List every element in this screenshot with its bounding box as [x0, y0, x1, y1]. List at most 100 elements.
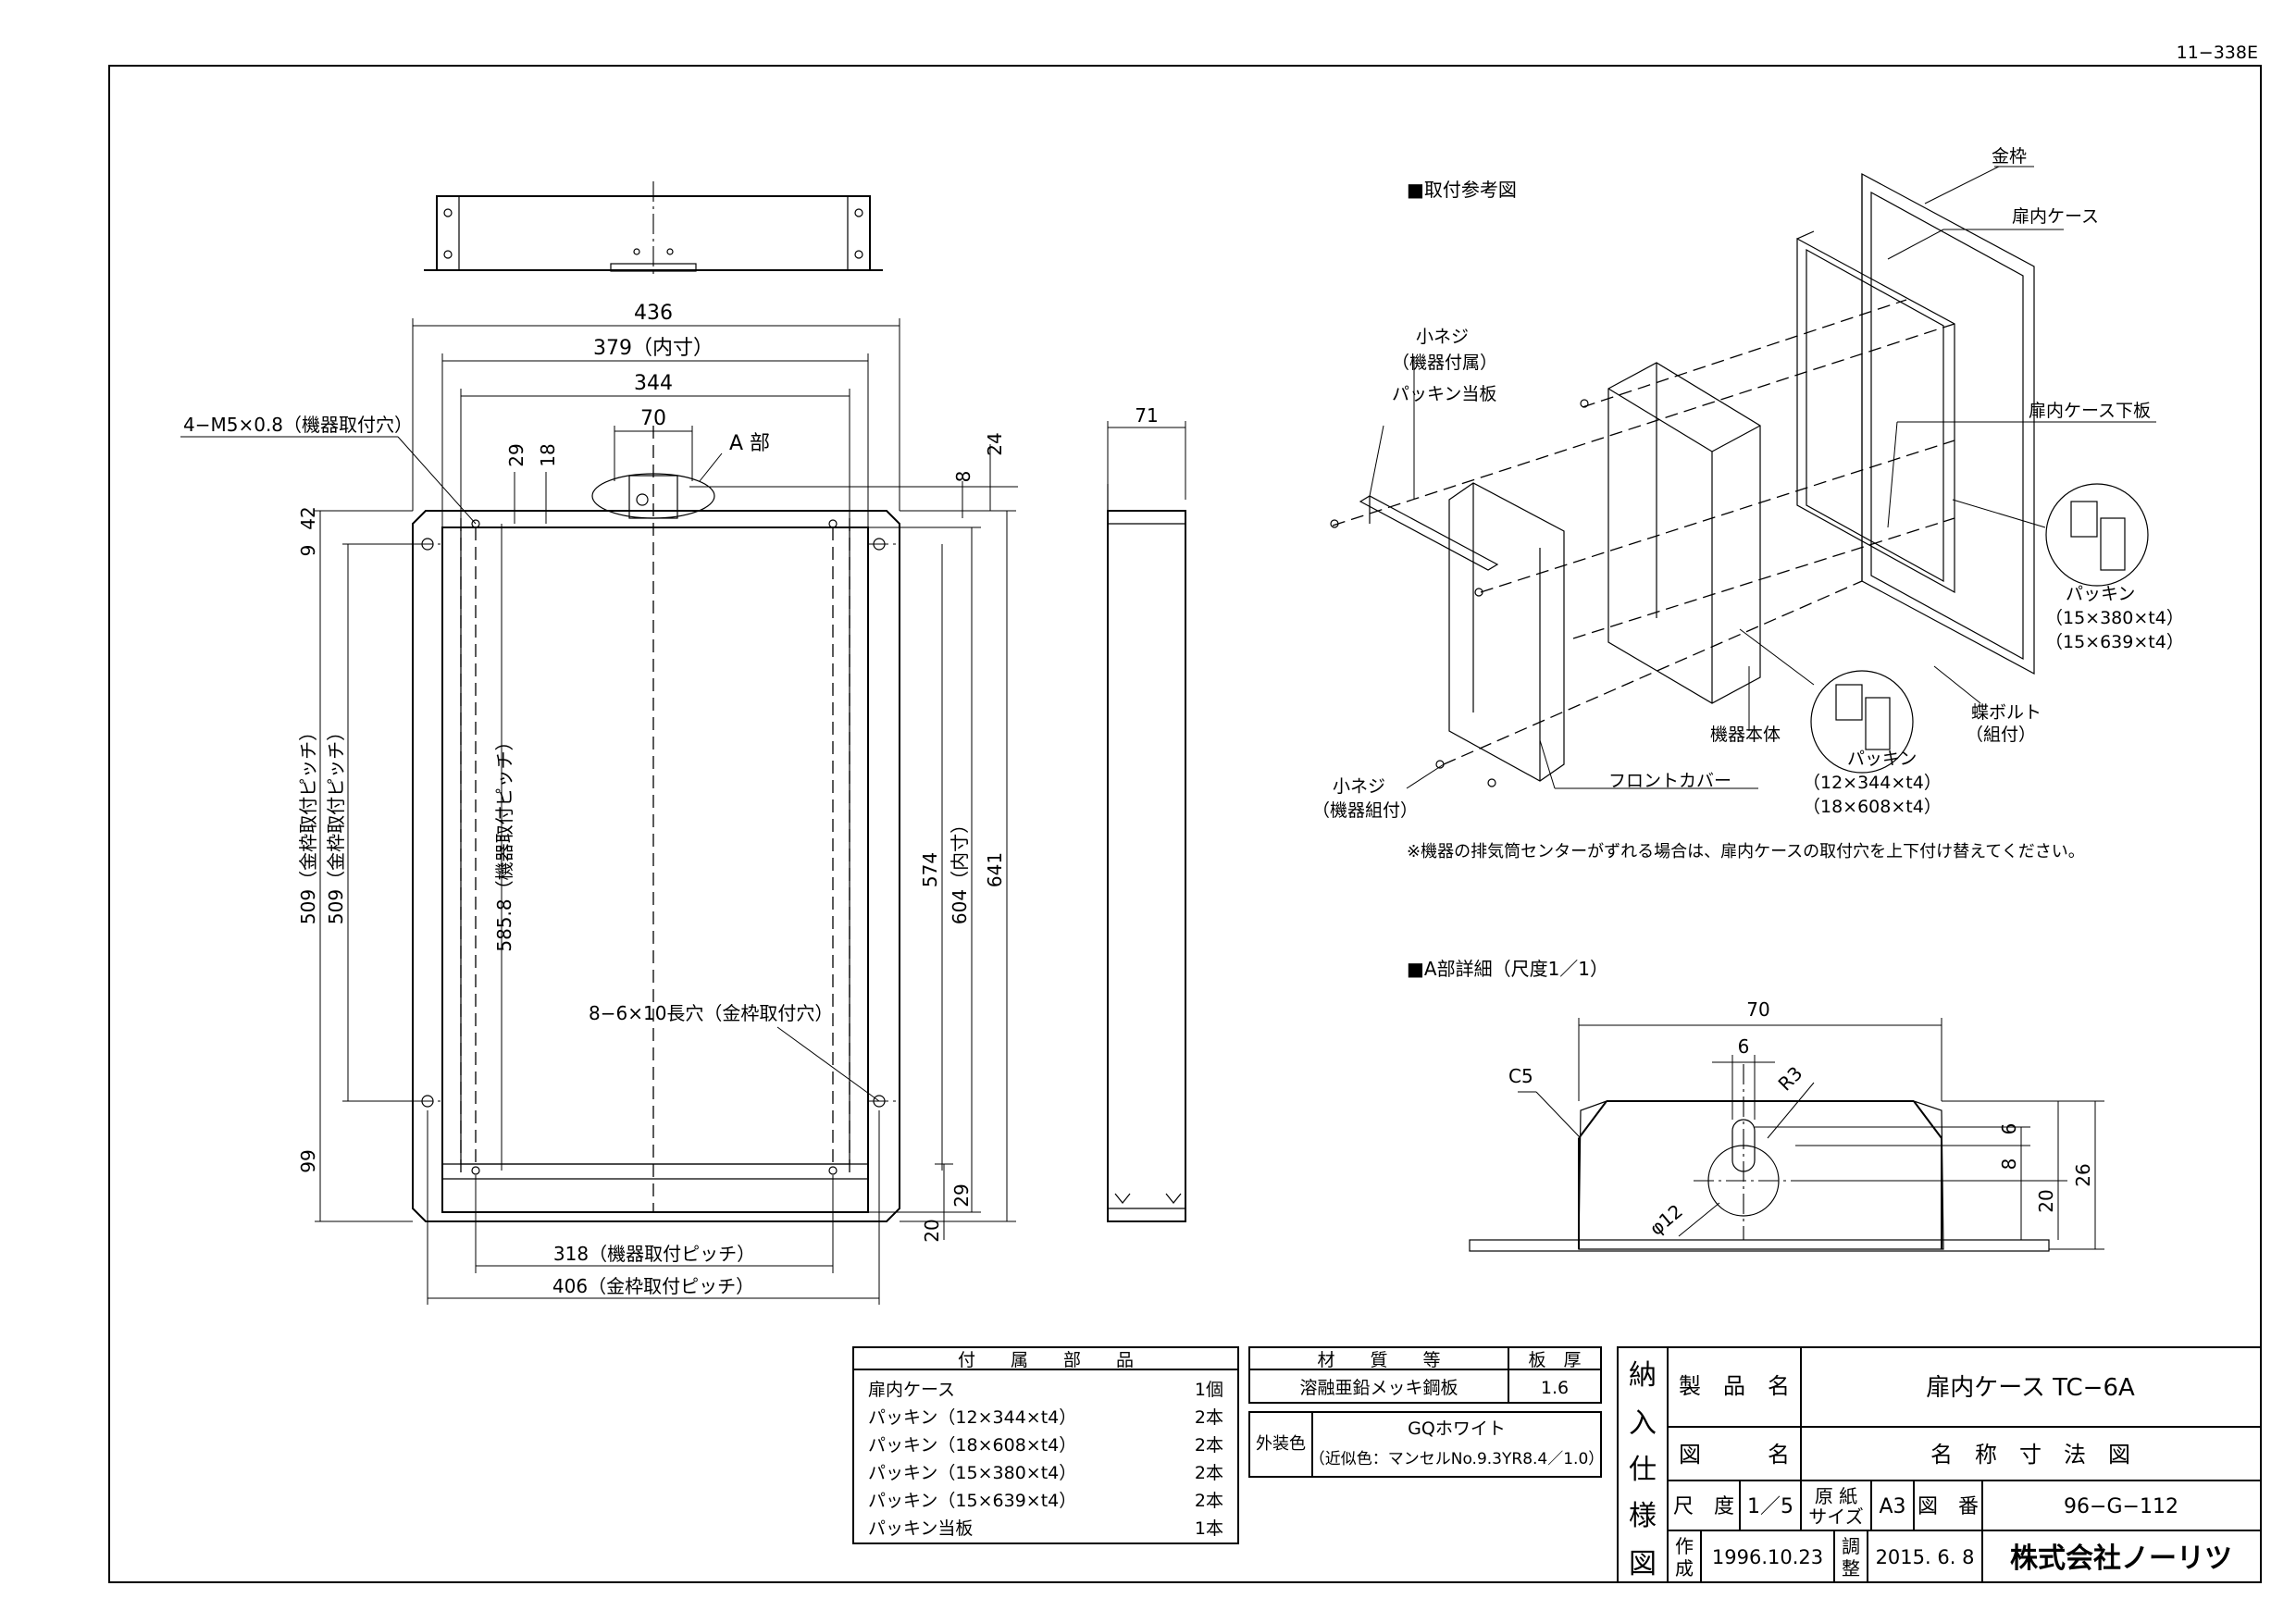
title-block [1617, 1346, 2262, 1583]
dim-436: 436 [634, 302, 673, 325]
material-header: 材 質 等 [1317, 1350, 1440, 1370]
made-date: 1996.10.23 [1712, 1546, 1823, 1568]
install-note: ※機器の排気筒センターがずれる場合は、扉内ケースの取付穴を上下付け替えてください… [1407, 842, 2085, 861]
adj-label-2: 整 [1842, 1557, 1860, 1580]
iso-title: ■取付参考図 [1407, 179, 1517, 201]
dim-379: 379（内寸） [593, 337, 714, 360]
dim-344: 344 [634, 372, 673, 395]
parts-row-qty: 2本 [1195, 1491, 1223, 1511]
dim-8: 8 [952, 471, 974, 483]
dim-574: 574 [919, 852, 941, 887]
material-table [1248, 1346, 1602, 1478]
detail-dim-6-v: 6 [1998, 1123, 2020, 1135]
adjusted-date: 2015. 6. 8 [1876, 1546, 1975, 1568]
label-packing-2a: パッキン [1847, 749, 1917, 769]
label-slots: 8−6×10長穴（金枠取付穴） [589, 1002, 833, 1024]
dim-406: 406（金枠取付ピッチ） [552, 1275, 754, 1297]
dim-70: 70 [640, 407, 666, 430]
side-char-3: 仕 [1629, 1454, 1657, 1486]
label-packing-2c: （18×608×t4） [1803, 797, 1942, 817]
dim-29: 29 [505, 443, 527, 466]
adj-label-1: 調 [1842, 1535, 1860, 1557]
product-label: 製 品 名 [1679, 1373, 1790, 1399]
dim-71: 71 [1135, 404, 1158, 427]
label-front-cover: フロントカバー [1608, 771, 1731, 791]
dim-42: 42 [297, 506, 319, 529]
label-packing-1a: パッキン [2066, 584, 2135, 604]
scale-label: 尺 度 [1673, 1495, 1734, 1518]
detail-r3: R3 [1774, 1062, 1807, 1096]
label-wingbolt-b: （組付） [1966, 725, 2036, 745]
drawing-label: 図 名 [1679, 1442, 1790, 1468]
paper-label-2: サイズ [1808, 1505, 1863, 1528]
side-char-2: 入 [1629, 1407, 1657, 1440]
thickness-value: 1.6 [1541, 1378, 1569, 1398]
paper-size: A3 [1879, 1495, 1905, 1518]
parts-rows: 扉内ケース 1個 パッキン（12×344×t4） 2本 パッキン（18×608×… [868, 1380, 1223, 1539]
paper-label-1: 原 紙 [1815, 1485, 1857, 1507]
exterior-color-note: （近似色：マンセルNo.9.3YR8.4／1.0） [1309, 1450, 1605, 1468]
dim-20: 20 [921, 1219, 943, 1242]
label-packing-plate: パッキン当板 [1392, 384, 1496, 404]
side-char-1: 納 [1629, 1359, 1657, 1392]
dim-509-a: 509（金枠取付ピッチ） [297, 723, 319, 924]
thickness-header: 板 厚 [1528, 1350, 1581, 1370]
dim-604: 604（内寸） [949, 815, 971, 924]
dim-641: 641 [984, 852, 1006, 887]
label-packing-1b: （15×380×t4） [2045, 608, 2184, 628]
label-screw-holes: 4−M5×0.8（機器取付穴） [183, 414, 413, 436]
parts-row-qty: 2本 [1195, 1463, 1223, 1483]
exterior-color-label: 外装色 [1256, 1434, 1306, 1454]
detail-dim-20: 20 [2035, 1189, 2057, 1212]
label-case: 扉内ケース [2012, 206, 2099, 227]
label-case-bottom: 扉内ケース下板 [2029, 401, 2151, 421]
parts-row-qty: 2本 [1195, 1435, 1223, 1456]
parts-row-name: パッキン（15×639×t4） [868, 1491, 1076, 1511]
dim-9: 9 [297, 545, 319, 557]
scale-value: 1／5 [1747, 1495, 1793, 1518]
dim-99: 99 [297, 1149, 319, 1172]
detail-c5: C5 [1508, 1065, 1533, 1087]
detail-a [1469, 1018, 2104, 1252]
label-kanawaku: 金枠 [1992, 146, 2027, 167]
label-packing-1c: （15×639×t4） [2045, 632, 2184, 652]
parts-table [852, 1346, 1239, 1544]
parts-row-name: パッキン当板 [868, 1518, 973, 1539]
dim-509-b: 509（金枠取付ピッチ） [325, 723, 347, 924]
sheet-border [108, 65, 2262, 1583]
parts-row-qty: 2本 [1195, 1407, 1223, 1428]
parts-header: 付 属 部 品 [958, 1350, 1134, 1370]
label-screw-1a: 小ネジ [1416, 327, 1469, 347]
product-name: 扉内ケース TC−6A [1926, 1374, 2135, 1402]
side-view [1107, 421, 1186, 1222]
label-screw-1b: （機器付属） [1392, 353, 1497, 373]
made-label-2: 成 [1675, 1557, 1694, 1580]
company-name: 株式会社ノーリツ [2010, 1542, 2232, 1575]
detail-phi12: φ12 [1645, 1200, 1687, 1240]
side-char-5: 図 [1629, 1548, 1657, 1580]
front-view [180, 318, 1018, 1305]
parts-row-name: パッキン（15×380×t4） [868, 1463, 1076, 1483]
label-body: 機器本体 [1710, 725, 1781, 745]
detail-dim-26: 26 [2072, 1163, 2094, 1186]
label-packing-2b: （12×344×t4） [1803, 773, 1942, 793]
label-screw-2a: 小ネジ [1333, 776, 1385, 797]
drawing-code: 11−338E [2177, 43, 2258, 63]
top-view [424, 181, 883, 278]
parts-row-qty: 1個 [1195, 1380, 1223, 1400]
dim-318: 318（機器取付ピッチ） [553, 1243, 755, 1265]
detail-dim-70: 70 [1746, 998, 1769, 1021]
side-char-4: 様 [1629, 1500, 1657, 1532]
dim-585-8: 585.8（機器取付ピッチ） [493, 732, 515, 951]
detail-title: ■A部詳細（尺度1／1） [1407, 958, 1608, 980]
drawing-name: 名 称 寸 法 図 [1930, 1442, 2130, 1468]
label-wingbolt-a: 蝶ボルト [1971, 702, 2042, 723]
label-screw-2b: （機器組付） [1312, 800, 1418, 821]
parts-row-name: 扉内ケース [868, 1380, 955, 1400]
material-value: 溶融亜鉛メッキ鋼板 [1299, 1378, 1458, 1398]
parts-row-qty: 1本 [1195, 1518, 1223, 1539]
number-label: 図 番 [1917, 1495, 1979, 1518]
detail-dim-8: 8 [1998, 1158, 2020, 1171]
parts-row-name: パッキン（12×344×t4） [868, 1407, 1076, 1428]
